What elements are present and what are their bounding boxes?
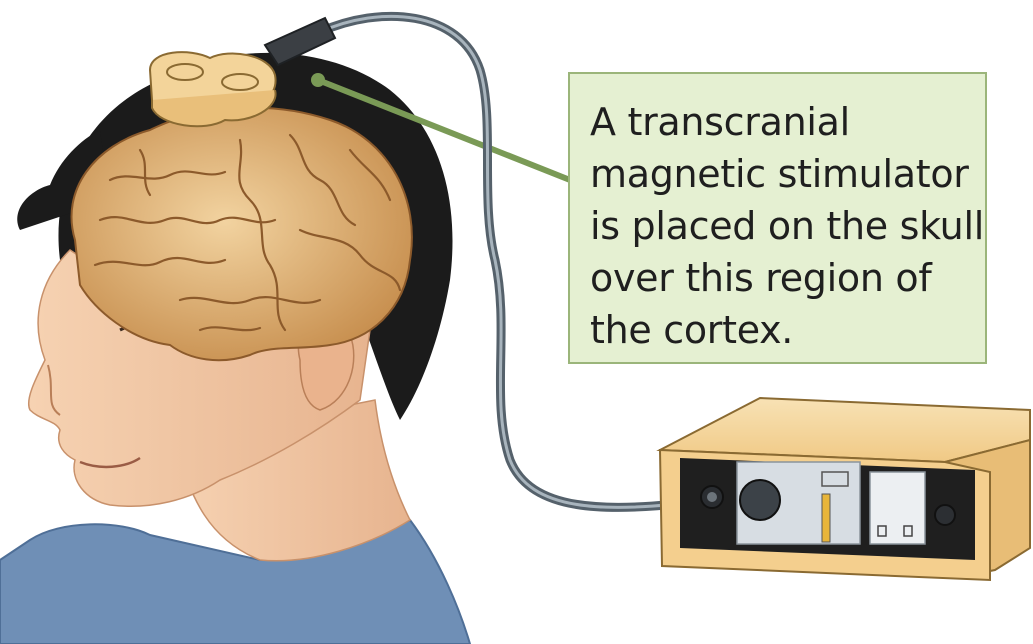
callout-text: A transcranial magnetic stimulator is pl…: [590, 96, 985, 356]
brain: [72, 108, 412, 361]
power-button: [935, 505, 955, 525]
callout-box: A transcranial magnetic stimulator is pl…: [568, 72, 987, 364]
stimulator-control-box: [660, 398, 1030, 580]
dial-knob: [740, 480, 780, 520]
